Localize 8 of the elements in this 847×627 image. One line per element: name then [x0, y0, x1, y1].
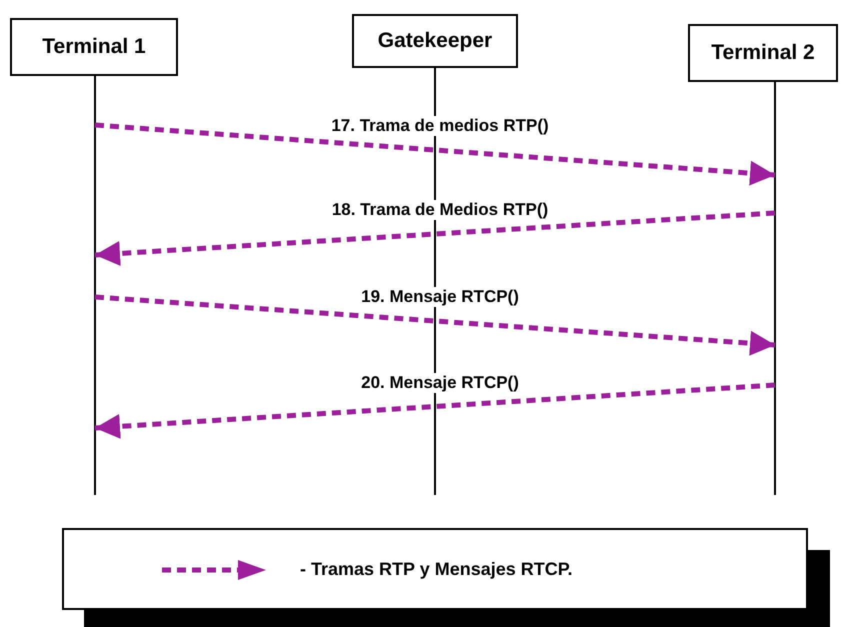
- participant-box: Terminal 2: [688, 24, 838, 82]
- legend-text: - Tramas RTP y Mensajes RTCP.: [300, 559, 572, 580]
- participant-box: Gatekeeper: [352, 14, 518, 68]
- message-arrow: [94, 210, 776, 266]
- message-arrow: [94, 294, 776, 356]
- participant-box: Terminal 1: [10, 18, 178, 76]
- message-arrow: [94, 382, 776, 439]
- message-arrow: [94, 122, 776, 186]
